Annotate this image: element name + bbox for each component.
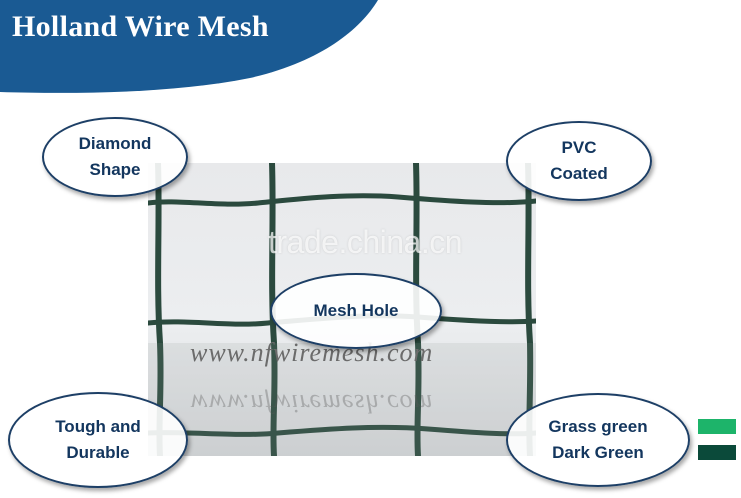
callout-tough-line1: Tough and xyxy=(55,417,141,436)
callout-mesh-hole: Mesh Hole xyxy=(270,273,442,349)
trade-watermark: trade.china.cn xyxy=(268,224,463,260)
callout-diamond-line1: Diamond xyxy=(78,134,152,153)
header-banner xyxy=(0,0,378,93)
callout-pvc-coated: PVC Coated xyxy=(506,121,652,201)
callout-diamond-line2: Shape xyxy=(89,160,141,179)
callout-colors-line2: Dark Green xyxy=(552,443,644,462)
callout-colors-line1: Grass green xyxy=(548,417,648,436)
callout-pvc-line2: Coated xyxy=(550,164,608,183)
callout-tough-durable: Tough and Durable xyxy=(8,392,188,488)
callout-diamond-shape: Diamond Shape xyxy=(42,117,188,197)
page-title: Holland Wire Mesh xyxy=(12,10,269,43)
callout-colors: Grass green Dark Green xyxy=(506,393,690,487)
grass-green-swatch xyxy=(698,419,736,434)
site-watermark-reflection: www.nfwiremesh.com xyxy=(190,389,434,418)
callout-pvc-line1: PVC xyxy=(561,138,597,157)
dark-green-swatch xyxy=(698,445,736,460)
callout-mesh-hole-label: Mesh Hole xyxy=(313,301,399,320)
callout-tough-line2: Durable xyxy=(66,443,130,462)
